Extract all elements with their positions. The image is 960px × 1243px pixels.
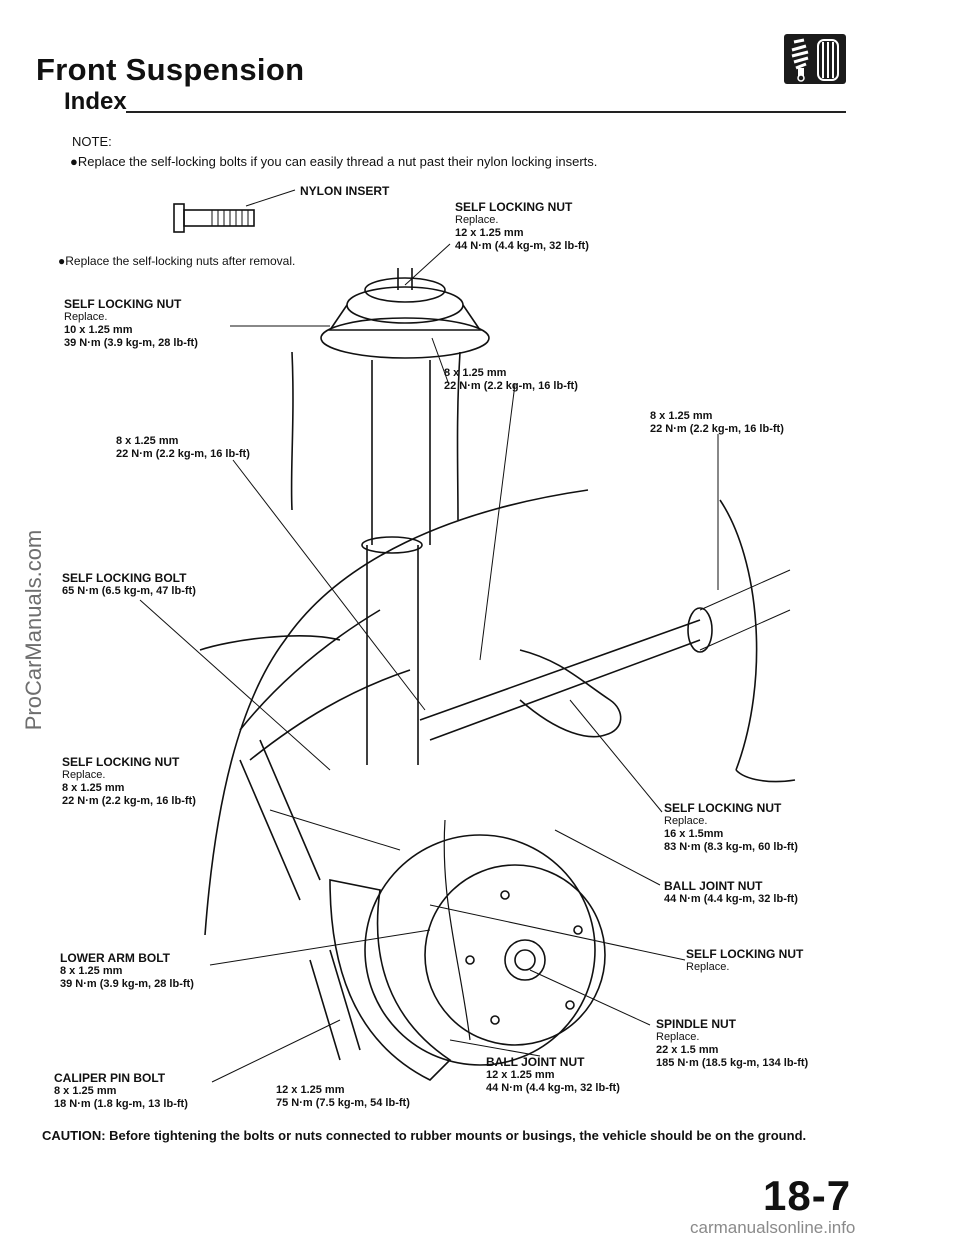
- footer-watermark: carmanualsonline.info: [690, 1218, 856, 1237]
- page-number: 18-7: [763, 1172, 852, 1219]
- callout-left-bolt: 8 x 1.25 mm 22 N·m (2.2 kg-m, 16 lb-ft): [116, 435, 250, 460]
- callout-self-locking-bolt: SELF LOCKING BOLT 65 N·m (6.5 kg-m, 47 l…: [62, 571, 196, 598]
- callout-right-nut-2: SELF LOCKING NUT Replace.: [686, 947, 804, 974]
- note-heading: NOTE:: [72, 134, 112, 149]
- callout-right-nut: SELF LOCKING NUT Replace. 16 x 1.5mm 83 …: [664, 801, 798, 854]
- callout-ball-joint-upper: BALL JOINT NUT 44 N·m (4.4 kg-m, 32 lb-f…: [664, 879, 798, 906]
- callout-lower-arm-bolt: LOWER ARM BOLT 8 x 1.25 mm 39 N·m (3.9 k…: [60, 951, 194, 991]
- callout-right-bolt: 8 x 1.25 mm 22 N·m (2.2 kg-m, 16 lb-ft): [650, 410, 784, 435]
- callout-ball-joint-lower: BALL JOINT NUT 12 x 1.25 mm 44 N·m (4.4 …: [486, 1055, 620, 1095]
- section-subtitle: Index: [64, 88, 127, 115]
- nylon-insert-label: NYLON INSERT: [300, 184, 390, 198]
- bolt-replace-note: ●Replace the self-locking nuts after rem…: [58, 254, 296, 268]
- suspension-logo-icon: [784, 34, 846, 84]
- bolt-illustration: [173, 203, 255, 233]
- side-watermark: ProCarManuals.com: [21, 529, 46, 731]
- caution-text: CAUTION: Before tightening the bolts or …: [42, 1128, 807, 1143]
- page-title: Front Suspension: [36, 52, 305, 87]
- callout-caliper-pin-bolt: CALIPER PIN BOLT 8 x 1.25 mm 18 N·m (1.8…: [54, 1071, 188, 1111]
- callout-upper-left-nut: SELF LOCKING NUT Replace. 10 x 1.25 mm 3…: [64, 297, 198, 350]
- callout-center-bolt: 8 x 1.25 mm 22 N·m (2.2 kg-m, 16 lb-ft): [444, 367, 578, 392]
- header-rule: [126, 111, 846, 113]
- callout-lower-left-nut: SELF LOCKING NUT Replace. 8 x 1.25 mm 22…: [62, 755, 196, 808]
- callout-top-nut: SELF LOCKING NUT Replace. 12 x 1.25 mm 4…: [455, 200, 589, 253]
- callout-bottom-center: 12 x 1.25 mm 75 N·m (7.5 kg-m, 54 lb-ft): [276, 1084, 410, 1109]
- callout-spindle-nut: SPINDLE NUT Replace. 22 x 1.5 mm 185 N·m…: [656, 1017, 809, 1070]
- note-text: ●Replace the self-locking bolts if you c…: [70, 154, 598, 169]
